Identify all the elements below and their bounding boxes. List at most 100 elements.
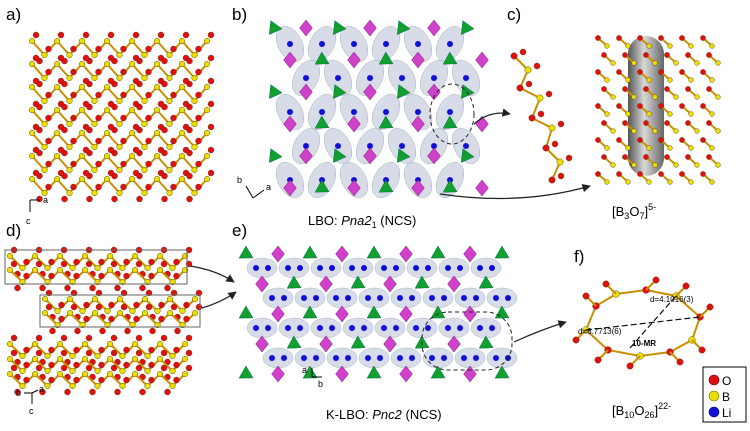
boron-atom [128, 129, 135, 136]
oxygen-atom [39, 284, 46, 292]
axis-c-label: c [26, 216, 31, 226]
highlight-ring-e [421, 311, 513, 371]
bo4-tetrahedron [335, 365, 349, 383]
channel-cylinder [628, 36, 664, 176]
bo3-triangle [302, 245, 318, 259]
boron-atom [179, 322, 186, 329]
bo3-triangle [414, 275, 430, 289]
boron-atom [694, 128, 700, 134]
arrow-b-to-tube [439, 184, 591, 200]
boron-atom [78, 129, 85, 136]
oxygen-atom [73, 272, 80, 280]
bond [31, 132, 46, 148]
oxygen-atom [676, 358, 684, 366]
oxygen-atom [185, 349, 193, 357]
boron-atom [181, 341, 188, 348]
boron-atom [119, 383, 126, 390]
boron-atom [19, 353, 26, 360]
boron-atom [79, 322, 86, 329]
boron-atom [104, 322, 111, 329]
channel-void [454, 347, 486, 369]
oxygen-atom [157, 77, 165, 85]
lithium-atom [413, 325, 419, 331]
boron-atom [604, 145, 610, 151]
oxygen-atom [39, 388, 46, 396]
channel-void [390, 287, 422, 309]
oxygen-atom [643, 52, 649, 58]
bo4-tetrahedron [447, 335, 461, 353]
bond [81, 178, 96, 194]
oxygen-atom [64, 284, 71, 292]
boron-atom [94, 279, 101, 286]
lithium-atom [285, 325, 291, 331]
oxygen-atom [160, 260, 168, 268]
oxygen-atom [601, 52, 607, 58]
oxygen-atom [45, 68, 52, 76]
boron-atom [66, 310, 73, 317]
oxygen-atom [595, 103, 601, 109]
bo3-triangle [461, 148, 475, 163]
oxygen-atom [622, 120, 628, 126]
svg-text:Li: Li [722, 406, 731, 420]
oxygen-atom [145, 160, 152, 168]
oxygen-atom [107, 100, 115, 108]
oxygen-atom [139, 388, 146, 396]
oxygen-atom [637, 103, 643, 109]
oxygen-atom [95, 183, 102, 191]
bo4-tetrahedron [363, 83, 377, 101]
bo4-tetrahedron [271, 305, 285, 323]
bond [156, 155, 171, 171]
boron-atom [631, 128, 637, 134]
axis-b-label: b [237, 175, 242, 185]
oxygen-atom [32, 123, 40, 131]
svg-text:B: B [722, 390, 730, 404]
lithium-atom [297, 265, 303, 271]
boron-atom [166, 166, 173, 173]
boron-atom [667, 77, 673, 83]
lithium-atom [493, 355, 499, 361]
bond [131, 132, 146, 148]
oxygen-atom [114, 284, 121, 292]
boron-atom [625, 145, 631, 151]
bo4-tetrahedron [427, 19, 441, 37]
oxygen-atom [148, 346, 155, 354]
lithium-atom [301, 355, 307, 361]
boron-atom [6, 371, 13, 378]
boron-atom [610, 162, 616, 168]
lithium-atom [253, 325, 259, 331]
oxygen-atom [73, 361, 80, 369]
lithium-atom [253, 265, 259, 271]
oxygen-atom [195, 114, 202, 122]
lithium-atom [399, 143, 405, 149]
oxygen-atom [70, 45, 77, 53]
boron-atom [191, 74, 198, 81]
boron-atom [166, 97, 173, 104]
bo3-triangle [333, 84, 347, 99]
bond [31, 86, 46, 102]
oxygen-atom [533, 62, 541, 70]
oxygen-atom [643, 86, 649, 92]
oxygen-atom [23, 361, 30, 369]
bond [519, 87, 541, 99]
bo4-tetrahedron [411, 115, 425, 133]
oxygen-atom [595, 171, 601, 177]
bo4-tetrahedron [271, 245, 285, 263]
boron-atom [625, 111, 631, 117]
oxygen-atom [207, 169, 215, 177]
channel-void [326, 347, 358, 369]
oxygen-atom [110, 364, 118, 372]
oxygen-atom [595, 69, 601, 75]
boron-atom [91, 310, 98, 317]
boron-atom [548, 124, 556, 132]
oxygen-atom [664, 86, 670, 92]
boron-atom [29, 129, 36, 136]
lithium-atom [397, 355, 403, 361]
oxygen-atom [679, 35, 685, 41]
boron-atom [688, 43, 694, 49]
bond [56, 132, 71, 148]
oxygen-atom [601, 154, 607, 160]
boron-atom [715, 60, 721, 66]
bo4-tetrahedron [347, 51, 361, 69]
channel-void [470, 257, 502, 279]
oxygen-atom [83, 301, 90, 309]
